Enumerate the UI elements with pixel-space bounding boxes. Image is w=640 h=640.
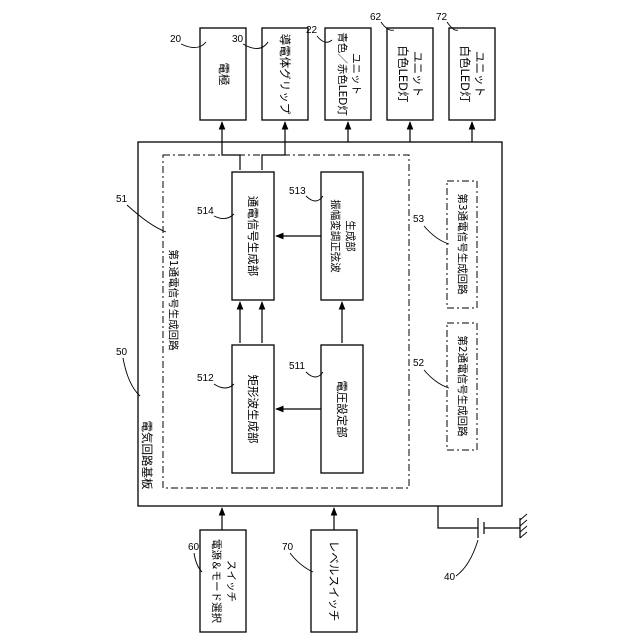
block-conductive-grip-label: 導電体グリップ: [278, 34, 292, 115]
block-signal-generation: 通電信号生成部: [232, 172, 274, 300]
ref-514: 514: [197, 206, 214, 217]
ref-62: 62: [370, 12, 382, 23]
block-power-mode-switch: 電源＆モード選択 スイッチ: [200, 530, 246, 632]
block-electrode-label: 電極: [217, 63, 231, 86]
block-white-led-unit-72: 白色LED灯 ユニット: [449, 28, 495, 120]
ref-22: 22: [306, 25, 318, 36]
block-am-sine-label-1: 振幅変調正弦波: [329, 199, 342, 273]
ref-70: 70: [282, 542, 294, 553]
ref-20: 20: [170, 34, 182, 45]
block-voltage-setting: 電圧設定部: [321, 345, 363, 473]
block-conductive-grip: 導電体グリップ: [262, 28, 308, 120]
block-level-switch-label: レベルスイッチ: [327, 541, 341, 622]
block-power-mode-label-1: 電源＆モード選択: [210, 539, 223, 623]
block-white-led-62-label-1: 白色LED灯: [396, 45, 410, 103]
board-electric-circuit: 電気回路基板: [138, 142, 502, 506]
ref-51: 51: [116, 194, 128, 205]
ref-60: 60: [188, 542, 200, 553]
block-white-led-72-label-2: ユニット: [473, 51, 487, 97]
block-am-sine-label-2: 生成部: [344, 220, 357, 252]
block-white-led-unit-62: 白色LED灯 ユニット: [387, 28, 433, 120]
block-am-sine-generation: 振幅変調正弦波 生成部: [321, 172, 363, 300]
ref-512: 512: [197, 373, 214, 384]
ref-52: 52: [413, 358, 425, 369]
block-white-led-72-label-1: 白色LED灯: [458, 45, 472, 103]
board-label: 電気回路基板: [140, 421, 154, 490]
ref-72: 72: [436, 12, 448, 23]
ref-53: 53: [413, 214, 425, 225]
block-blue-red-led-unit: 青色／赤色LED灯 ユニット: [325, 28, 371, 120]
block-square-wave-generation: 矩形波生成部: [232, 345, 274, 473]
block-white-led-62-label-2: ユニット: [411, 51, 425, 97]
circuit-third-label: 第3通電信号生成回路: [456, 193, 469, 295]
block-blue-red-led-label-1: 青色／赤色LED灯: [336, 32, 349, 116]
ref-40: 40: [444, 572, 456, 583]
block-signal-generation-label: 通電信号生成部: [246, 196, 260, 277]
block-power-mode-label-2: スイッチ: [225, 560, 237, 602]
block-voltage-setting-label: 電圧設定部: [335, 380, 349, 438]
circuit-first-label: 第1通電信号生成回路: [167, 249, 180, 351]
block-level-switch: レベルスイッチ: [311, 530, 357, 632]
circuit-second-label: 第2通電信号生成回路: [456, 335, 469, 437]
ref-511: 511: [289, 361, 305, 372]
ref-50: 50: [116, 347, 128, 358]
battery-ground-symbol: [438, 506, 527, 538]
ref-30: 30: [232, 34, 244, 45]
block-square-wave-label: 矩形波生成部: [246, 375, 260, 444]
block-blue-red-led-label-2: ユニット: [350, 53, 362, 95]
ref-513: 513: [289, 186, 306, 197]
